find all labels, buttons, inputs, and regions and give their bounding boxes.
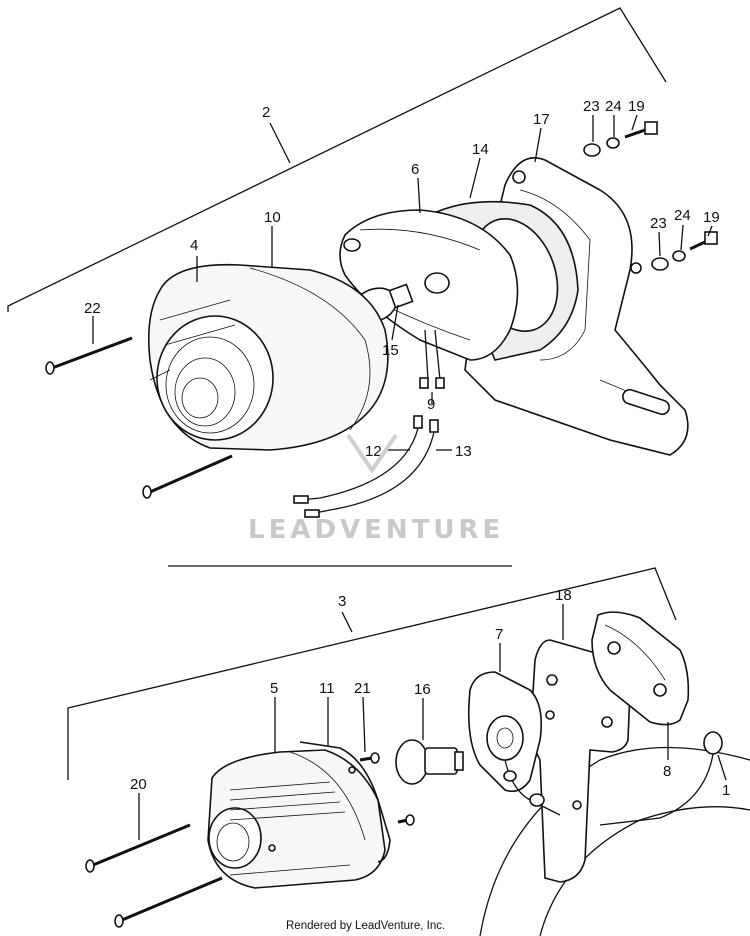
callout-17: 17: [533, 111, 550, 128]
callout-19-top: 19: [628, 98, 645, 115]
callout-22: 22: [84, 300, 101, 317]
callout-12: 12: [365, 443, 382, 460]
bolt-set-top: [583, 121, 658, 157]
grommet: [599, 731, 723, 826]
screw-lower-a: [85, 823, 191, 873]
screw-small-a: [359, 752, 380, 764]
bolt-set-middle: [651, 231, 718, 271]
callout-18: 18: [555, 587, 572, 604]
callout-15: 15: [382, 342, 399, 359]
wire-leads-upper: [293, 329, 445, 518]
screw-upper-a: [45, 336, 133, 375]
group-bracket-upper: [7, 7, 667, 312]
tail-lens-upper: [147, 263, 389, 451]
callout-20: 20: [130, 776, 147, 793]
callout-24-top: 24: [605, 98, 622, 115]
callout-24-mid: 24: [674, 207, 691, 224]
callout-4: 4: [190, 237, 198, 254]
callout-21: 21: [354, 680, 371, 697]
group-bracket-lower: [67, 565, 677, 780]
bulb-lower: [395, 739, 464, 785]
screw-small-b: [397, 814, 415, 826]
callout-16: 16: [414, 681, 431, 698]
callout-23-mid: 23: [650, 215, 667, 232]
watermark-text: LEADVENTURE: [248, 515, 504, 545]
watermark: LEADVENTURE: [248, 433, 504, 545]
lamp-body-lower: [591, 611, 690, 726]
callout-11: 11: [319, 680, 335, 697]
callout-2: 2: [262, 104, 270, 121]
callout-5: 5: [270, 680, 278, 697]
leader-lines: [92, 114, 727, 840]
callout-1: 1: [722, 782, 730, 799]
callout-3: 3: [338, 593, 346, 610]
callout-23-top: 23: [583, 98, 600, 115]
callout-19-mid: 19: [703, 209, 720, 226]
screw-lower-b: [114, 876, 223, 928]
tail-lens-lower: [207, 741, 391, 889]
callout-10: 10: [264, 209, 281, 226]
callout-9: 9: [427, 396, 435, 413]
callout-7: 7: [495, 626, 503, 643]
callout-labels: 2 4 10 22 6 14 17 15 9 12 13 23 24 19 23…: [84, 98, 730, 799]
callout-8: 8: [663, 763, 671, 780]
lamp-base-lower: [467, 671, 561, 816]
callout-6: 6: [411, 161, 419, 178]
screw-upper-b: [142, 454, 233, 499]
credit-text: Rendered by LeadVenture, Inc.: [286, 920, 445, 932]
callout-14: 14: [472, 141, 489, 158]
callout-13: 13: [455, 443, 472, 460]
